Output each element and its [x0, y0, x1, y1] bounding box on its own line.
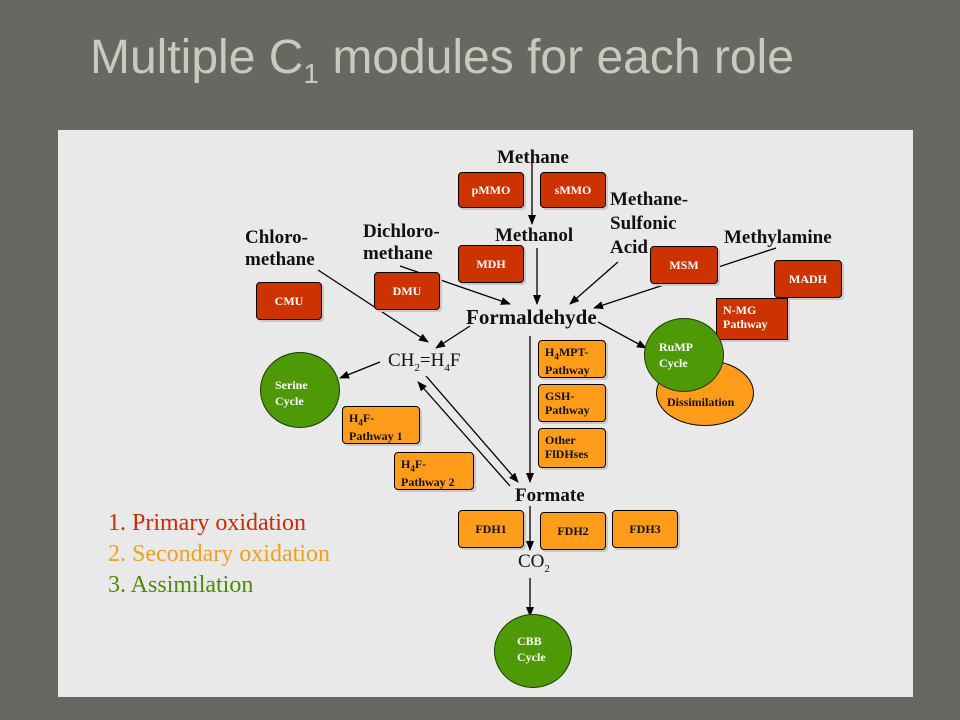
chloromethane-label-1: Chloro-	[245, 227, 308, 248]
legend-primary: 1. Primary oxidation	[108, 510, 306, 536]
madh-box: MADH	[774, 260, 842, 298]
pmmo-box: pMMO	[458, 172, 524, 208]
dichloromethane-label-2: methane	[363, 243, 433, 264]
formaldehyde-label: Formaldehyde	[466, 305, 597, 329]
methanol-label: Methanol	[495, 225, 574, 246]
chloromethane-label-2: methane	[245, 249, 315, 270]
arrow-msa-formaldehyde	[569, 261, 619, 305]
arrow-formaldehyde-ch2h4f	[435, 325, 471, 349]
cmu-box: CMU	[256, 282, 322, 320]
fdh1-box: FDH1	[458, 510, 524, 548]
fdh2-box: FDH2	[540, 512, 606, 550]
arrow-chloromethane-ch2h4f	[317, 269, 429, 343]
fdh3-box: FDH3	[612, 510, 678, 548]
slide-title: Multiple C1 modules for each role	[90, 30, 794, 90]
gsh-pathway-box: GSH-Pathway	[538, 384, 606, 422]
ch2h4f-label: CH2=H4F	[388, 350, 461, 374]
arrow-ch2h4f-serine	[339, 361, 381, 379]
arrow-ch2h4f-formate	[425, 375, 519, 483]
title-main: Multiple C	[90, 31, 304, 84]
co2-label: CO2	[518, 551, 550, 575]
title-subscript: 1	[303, 58, 319, 89]
arrow-formaldehyde-rump	[597, 321, 647, 349]
title-rest: modules for each role	[318, 31, 794, 84]
mdh-box: MDH	[458, 245, 524, 283]
diagram-panel	[58, 130, 913, 697]
h4f-pathway-1-box: H4F-Pathway 1	[342, 406, 420, 444]
h4mpt-pathway-box: H4MPT-Pathway	[538, 340, 606, 378]
methylamine-label: Methylamine	[724, 227, 832, 248]
arrow-formate-ch2h4f	[417, 381, 511, 487]
msa-label-3: Acid	[610, 237, 648, 258]
smmo-box: sMMO	[540, 172, 606, 208]
h4f-pathway-2-box: H4F-Pathway 2	[394, 452, 474, 490]
dissimilation-label: Dissimilation	[667, 395, 735, 409]
dichloromethane-label-1: Dichloro-	[363, 221, 440, 242]
msm-box: MSM	[650, 246, 718, 284]
msa-label-1: Methane-	[610, 189, 689, 210]
formate-label: Formate	[515, 485, 585, 506]
methane-label: Methane	[497, 147, 569, 168]
dmu-box: DMU	[374, 272, 440, 310]
legend: 1. Primary oxidation 2. Secondary oxidat…	[108, 508, 330, 601]
legend-secondary: 2. Secondary oxidation	[108, 541, 330, 567]
msa-label-2: Sulfonic	[610, 213, 677, 234]
legend-assimilation: 3. Assimilation	[108, 572, 254, 598]
